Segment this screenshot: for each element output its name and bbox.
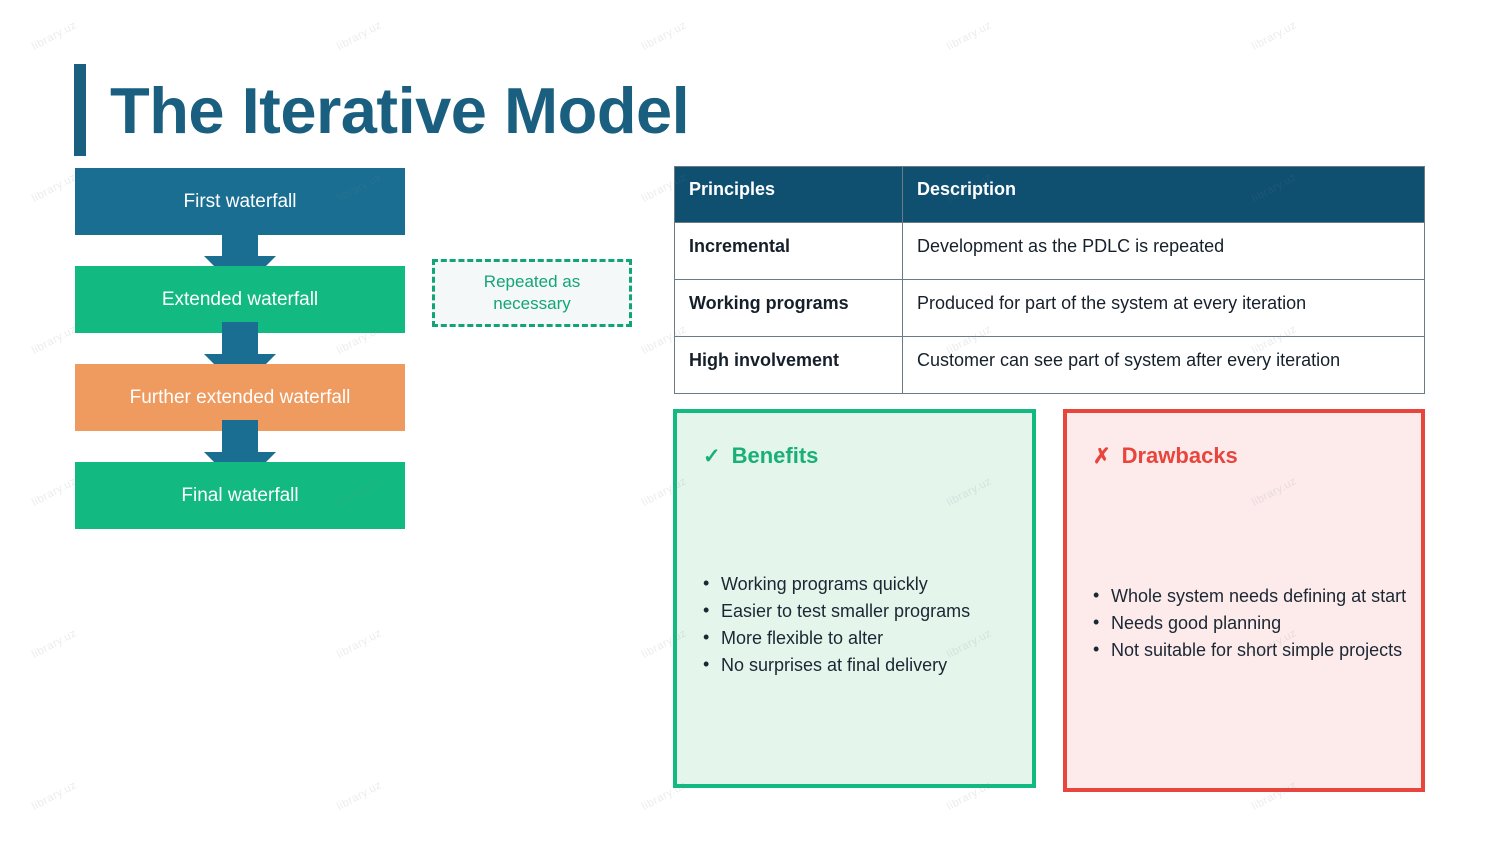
benefits-heading: ✓ Benefits [703, 443, 1008, 469]
drawbacks-heading-label: Drawbacks [1121, 443, 1238, 468]
drawbacks-heading: ✗ Drawbacks [1093, 443, 1397, 469]
check-mark-icon: ✓ [703, 445, 721, 468]
table-header-row: Principles Description [674, 166, 1425, 223]
watermark-text: library.uz [30, 171, 79, 205]
flow-step-extended-waterfall[interactable]: Extended waterfall [75, 266, 405, 333]
watermark-text: library.uz [335, 779, 384, 813]
watermark-text: library.uz [335, 627, 384, 661]
repeat-note-line-1: Repeated as [483, 271, 581, 291]
cross-mark-icon: ✗ [1093, 445, 1111, 468]
list-item: Not suitable for short simple projects [1093, 638, 1406, 662]
watermark-text: library.uz [30, 627, 79, 661]
flow-step-first-waterfall[interactable]: First waterfall [75, 168, 405, 235]
benefits-heading-label: Benefits [731, 443, 819, 468]
title-block: The Iterative Model [74, 62, 690, 158]
iterative-waterfall-flow: First waterfall Extended waterfall Furth… [75, 168, 405, 530]
cell-principle: Incremental [674, 222, 903, 280]
flow-step-label: Final waterfall [181, 484, 299, 506]
title-accent-bar [74, 64, 86, 156]
watermark-text: library.uz [30, 779, 79, 813]
flow-step-final-waterfall[interactable]: Final waterfall [75, 462, 405, 529]
list-item: Easier to test smaller programs [703, 599, 970, 623]
watermark-text: library.uz [335, 19, 384, 53]
table-row: Incremental Development as the PDLC is r… [674, 222, 1425, 280]
list-item: No surprises at final delivery [703, 653, 970, 677]
repeated-as-necessary-callout: Repeated as necessary [432, 259, 632, 327]
drawbacks-list: Whole system needs defining at start Nee… [1093, 584, 1406, 666]
flow-step-further-extended-waterfall[interactable]: Further extended waterfall [75, 364, 405, 431]
watermark-text: library.uz [30, 475, 79, 509]
list-item: More flexible to alter [703, 626, 970, 650]
benefits-list: Working programs quickly Easier to test … [703, 572, 970, 681]
cell-description: Produced for part of the system at every… [902, 279, 1425, 337]
flow-step-label: Extended waterfall [161, 288, 319, 310]
drawbacks-panel: ✗ Drawbacks Whole system needs defining … [1063, 409, 1425, 792]
cell-principle: High involvement [674, 336, 903, 394]
watermark-text: library.uz [30, 19, 79, 53]
list-item: Whole system needs defining at start [1093, 584, 1406, 608]
cell-description: Customer can see part of system after ev… [902, 336, 1425, 394]
list-item: Needs good planning [1093, 611, 1406, 635]
watermark-text: library.uz [1250, 19, 1299, 53]
table-row: Working programs Produced for part of th… [674, 279, 1425, 337]
cell-principle: Working programs [674, 279, 903, 337]
flow-step-label: Further extended waterfall [129, 386, 351, 408]
flow-arrow-down-icon [204, 420, 276, 488]
table-row: High involvement Customer can see part o… [674, 336, 1425, 394]
page-title: The Iterative Model [110, 73, 690, 147]
repeat-note-line-2: necessary [493, 294, 571, 313]
list-item: Working programs quickly [703, 572, 970, 596]
benefits-panel: ✓ Benefits Working programs quickly Easi… [673, 409, 1036, 788]
column-header-principles: Principles [674, 166, 903, 223]
watermark-text: library.uz [945, 19, 994, 53]
flow-arrow-down-icon [204, 224, 276, 292]
watermark-text: library.uz [30, 323, 79, 357]
cell-description: Development as the PDLC is repeated [902, 222, 1425, 280]
watermark-text: library.uz [640, 19, 689, 53]
principles-table: Principles Description Incremental Devel… [674, 166, 1425, 394]
flow-arrow-down-icon [204, 322, 276, 390]
flow-step-label: First waterfall [183, 190, 297, 212]
column-header-description: Description [902, 166, 1425, 223]
